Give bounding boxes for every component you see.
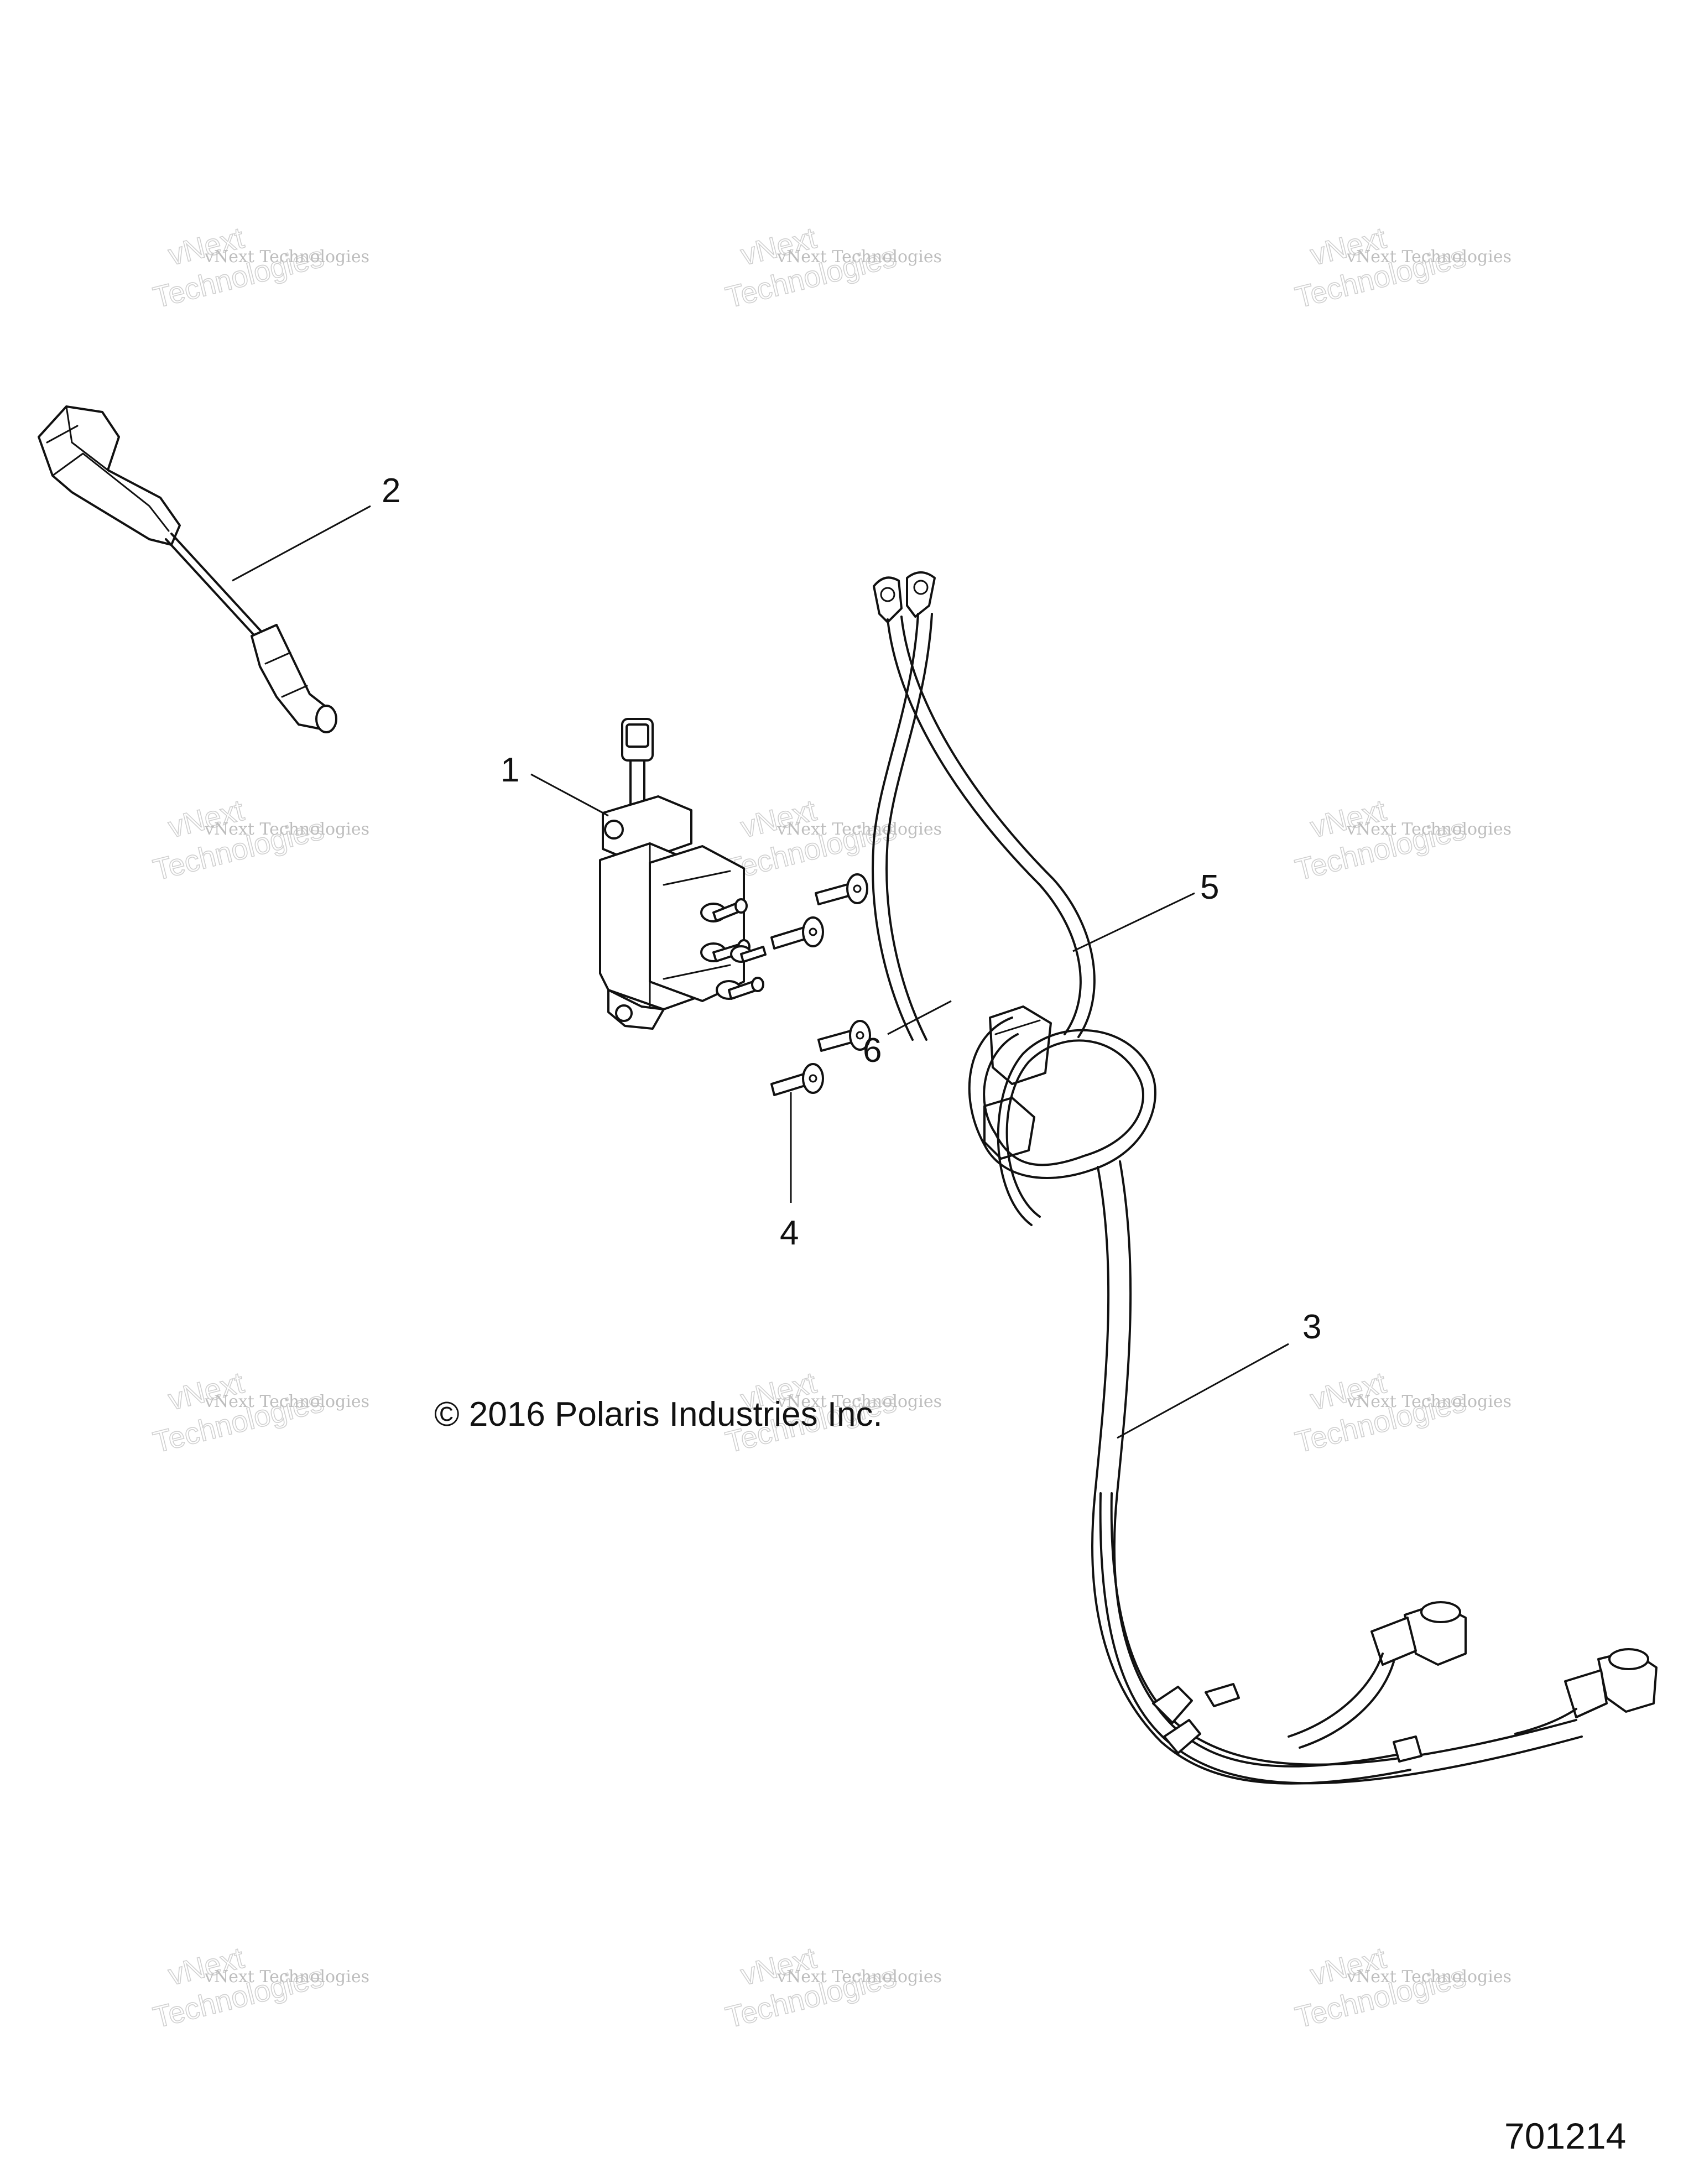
watermark-text: vNext Technologies <box>776 820 942 839</box>
watermark-text: vNext Technologies <box>1346 247 1512 267</box>
watermark-text: vNext Technologies <box>776 1967 942 1987</box>
callout-2: 2 <box>382 472 400 510</box>
cable-clamp <box>1152 1683 1240 1754</box>
solenoid-terminal <box>730 945 767 963</box>
watermark: vNext Technologies vNext Technologies <box>1291 1941 1512 2035</box>
watermark-text: vNext Technologies <box>204 820 369 839</box>
watermark: vNext Technologies vNext Technologies <box>149 1365 369 1460</box>
bolt <box>817 1020 871 1052</box>
watermark-text: vNext Technologies <box>204 1967 369 1987</box>
ring-terminal <box>906 571 936 618</box>
callout-1: 1 <box>501 751 519 789</box>
watermark-text: vNext Technologies <box>776 1392 942 1411</box>
watermark: vNext Technologies vNext Technologies <box>722 221 942 315</box>
bolt <box>770 916 824 950</box>
part-2-sensor <box>38 405 337 733</box>
terminal-boot <box>1370 1601 1467 1763</box>
leader-line-6 <box>887 1000 952 1035</box>
leader-line-2 <box>232 505 371 582</box>
watermark: vNext Technologies vNext Technologies <box>149 221 369 315</box>
watermark: vNext Technologies vNext Technologies <box>722 1941 942 2035</box>
watermark-text: vNext Technologies <box>776 247 942 267</box>
ring-terminal <box>873 576 903 623</box>
callout-5: 5 <box>1200 868 1219 906</box>
leader-line-5 <box>1072 892 1195 952</box>
watermark-text: vNext Technologies <box>1346 1392 1512 1411</box>
watermark: vNext Technologies vNext Technologies <box>722 793 942 887</box>
part-3-harness <box>968 1017 1658 1785</box>
watermark-text: vNext Technologies <box>204 247 369 267</box>
callout-6: 6 <box>863 1031 882 1070</box>
solenoid-terminal <box>716 977 764 1000</box>
watermark: vNext Technologies vNext Technologies <box>1291 221 1512 315</box>
watermark: vNext Technologies vNext Technologies <box>149 1941 369 2035</box>
diagram-part-number: 701214 <box>1504 2115 1626 2156</box>
part-4-bolts <box>770 873 871 1096</box>
callout-3: 3 <box>1302 1308 1321 1346</box>
watermark-text: vNext Technologies <box>1346 820 1512 839</box>
solenoid-terminal <box>700 898 748 922</box>
bolt <box>815 873 868 905</box>
watermarks: vNext Technologies vNext Technologies vN… <box>149 221 1512 2035</box>
copyright-notice: © 2016 Polaris Industries Inc. <box>434 1395 883 1434</box>
watermark: vNext Technologies vNext Technologies <box>1291 793 1512 887</box>
part-1-solenoid <box>599 718 767 1030</box>
part-5-6-cables <box>872 571 1096 1160</box>
callout-4: 4 <box>780 1214 799 1252</box>
watermark: vNext Technologies vNext Technologies <box>1291 1365 1512 1460</box>
leader-line-3 <box>1117 1343 1289 1439</box>
terminal-boot <box>1564 1648 1658 1718</box>
leader-line-1 <box>530 773 609 817</box>
bolt <box>770 1063 824 1096</box>
watermark: vNext Technologies vNext Technologies <box>149 793 369 887</box>
watermark-text: vNext Technologies <box>204 1392 369 1411</box>
watermark-text: vNext Technologies <box>1346 1967 1512 1987</box>
